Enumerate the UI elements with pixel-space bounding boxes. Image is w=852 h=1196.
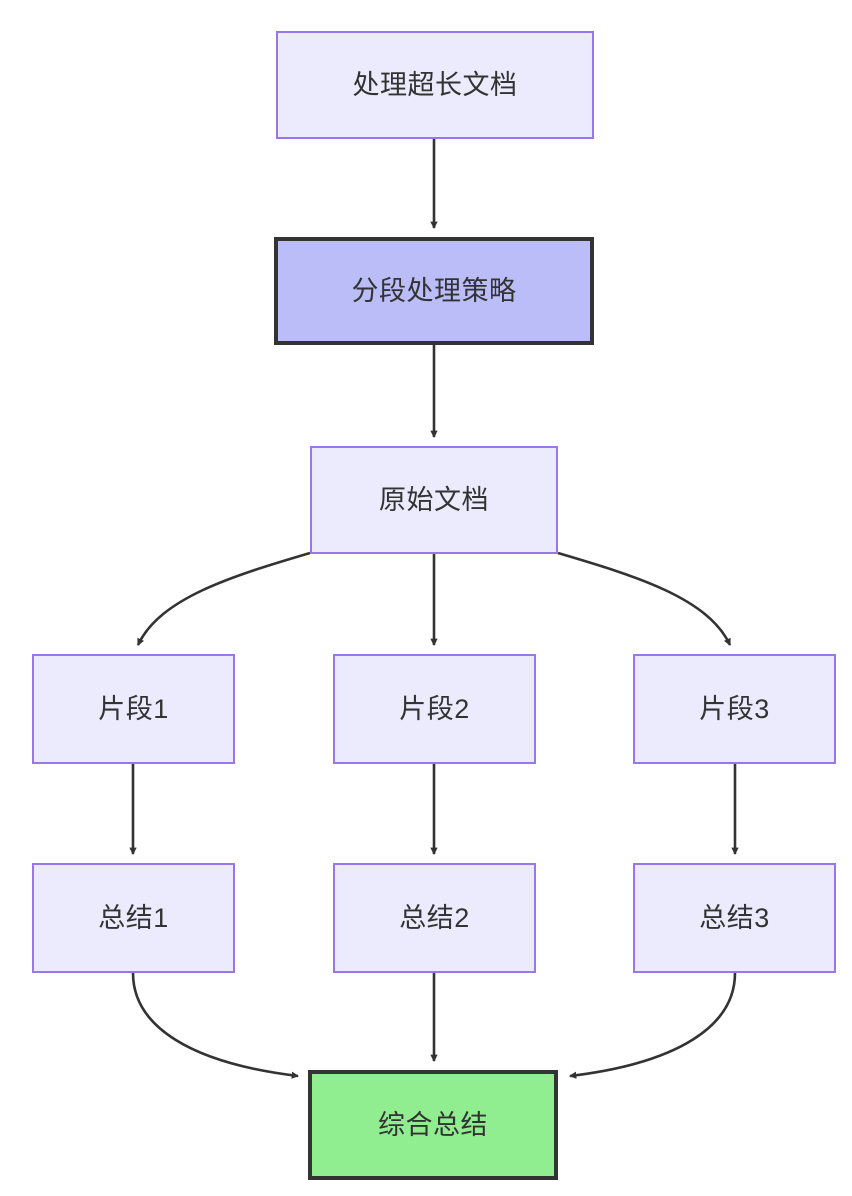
node-source-doc[interactable]: 原始文档 xyxy=(310,446,558,554)
node-strategy[interactable]: 分段处理策略 xyxy=(274,237,594,345)
node-label: 总结1 xyxy=(98,902,169,933)
node-label: 片段1 xyxy=(98,693,169,724)
node-doc-long[interactable]: 处理超长文档 xyxy=(276,31,594,139)
edge-source-doc-to-chunk1 xyxy=(136,551,311,646)
node-label: 处理超长文档 xyxy=(352,69,518,100)
node-chunk1[interactable]: 片段1 xyxy=(32,654,235,764)
node-label: 原始文档 xyxy=(379,484,489,515)
node-chunk2[interactable]: 片段2 xyxy=(333,654,536,764)
edge-summary1-to-final-summary xyxy=(131,972,299,1079)
node-final-summary[interactable]: 综合总结 xyxy=(308,1070,558,1180)
node-label: 总结2 xyxy=(399,902,470,933)
edge-summary3-to-final-summary xyxy=(569,972,737,1079)
node-label: 综合总结 xyxy=(378,1109,488,1140)
node-summary1[interactable]: 总结1 xyxy=(32,863,235,973)
node-label: 总结3 xyxy=(699,902,770,933)
node-label: 片段3 xyxy=(699,693,770,724)
node-summary3[interactable]: 总结3 xyxy=(633,863,836,973)
node-chunk3[interactable]: 片段3 xyxy=(633,654,836,764)
node-label: 分段处理策略 xyxy=(351,275,517,306)
node-summary2[interactable]: 总结2 xyxy=(333,863,536,973)
edge-source-doc-to-chunk3 xyxy=(557,551,732,646)
node-label: 片段2 xyxy=(399,693,470,724)
